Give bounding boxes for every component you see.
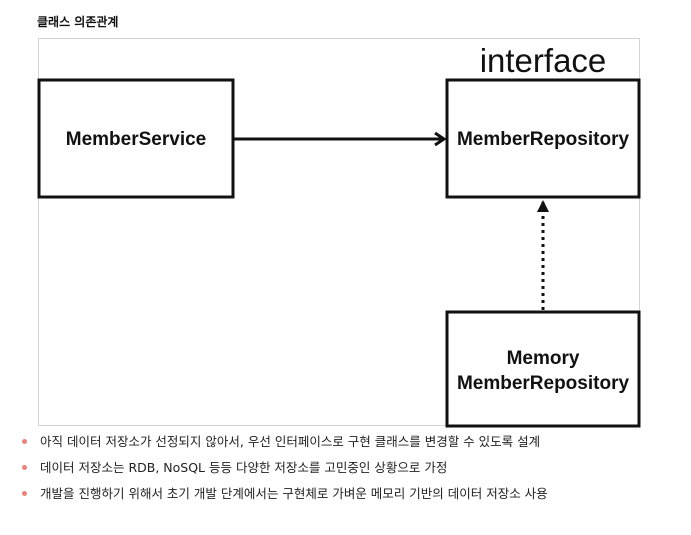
member-repository-box bbox=[445, 78, 641, 199]
interface-stereotype: interface bbox=[480, 42, 607, 79]
memory-member-repository-label-line2: MemberRepository bbox=[457, 373, 630, 394]
notes-list: 아직 데이터 저장소가 선정되지 않아서, 우선 인터페이스로 구현 클래스를 … bbox=[22, 435, 548, 513]
list-item: 개발을 진행하기 위해서 초기 개발 단계에서는 구현체로 가벼운 메모리 기반… bbox=[22, 487, 548, 513]
note-text: 개발을 진행하기 위해서 초기 개발 단계에서는 구현체로 가벼운 메모리 기반… bbox=[40, 486, 548, 501]
bullet-icon bbox=[22, 465, 27, 470]
page-title: 클래스 의존관계 bbox=[37, 15, 119, 29]
member-service-box bbox=[37, 78, 235, 199]
bullet-icon bbox=[22, 439, 27, 444]
note-text: 아직 데이터 저장소가 선정되지 않아서, 우선 인터페이스로 구현 클래스를 … bbox=[40, 434, 541, 449]
list-item: 데이터 저장소는 RDB, NoSQL 등등 다양한 저장소를 고민중인 상황으… bbox=[22, 461, 548, 487]
list-item: 아직 데이터 저장소가 선정되지 않아서, 우선 인터페이스로 구현 클래스를 … bbox=[22, 435, 548, 461]
member-repository-label: MemberRepository bbox=[457, 129, 630, 150]
memory-member-repository-label-line1: Memory bbox=[507, 348, 580, 369]
note-text: 데이터 저장소는 RDB, NoSQL 등등 다양한 저장소를 고민중인 상황으… bbox=[40, 460, 448, 475]
bullet-icon bbox=[22, 491, 27, 496]
memory-member-repository-box bbox=[445, 310, 641, 428]
diagram-frame bbox=[38, 38, 640, 426]
member-service-label: MemberService bbox=[66, 129, 206, 150]
